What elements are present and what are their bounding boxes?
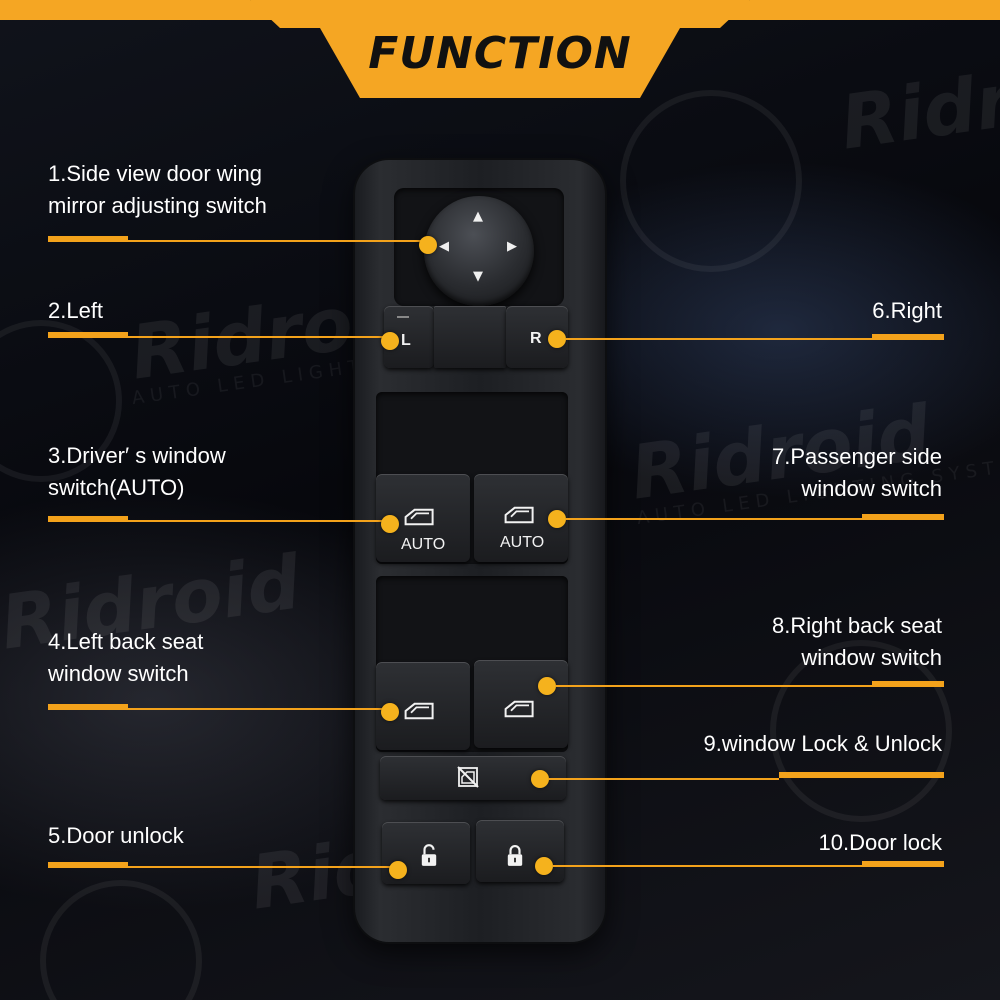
page-title: FUNCTION (368, 28, 632, 79)
callout-leader (48, 332, 128, 338)
callout-leader (872, 681, 944, 687)
callout-left-rear-line2: window switch (48, 661, 189, 686)
arrow-down-icon: ▼ (473, 269, 483, 284)
indicator-bar (397, 316, 409, 318)
lock-icon (507, 845, 523, 866)
callout-leader (779, 772, 944, 778)
window-icon (504, 700, 534, 718)
arrow-up-icon: ▲ (473, 209, 483, 224)
callout-leader (556, 685, 872, 687)
mirror-left-label: L (401, 332, 411, 349)
callout-marker (548, 510, 566, 528)
callout-right: 6.Right (872, 298, 942, 323)
unlock-icon (421, 844, 437, 866)
callout-leader (128, 708, 386, 710)
window-icon (504, 506, 534, 524)
callout-leader (872, 334, 944, 340)
callout-marker (538, 677, 556, 695)
window-icon (404, 508, 434, 526)
lockout-icon (457, 766, 479, 788)
callout-window-lock: 9.window Lock & Unlock (703, 731, 942, 756)
callout-leader (566, 518, 862, 520)
callout-marker (419, 236, 437, 254)
callout-mirror-line1: 1.Side view door wing (48, 161, 263, 186)
callout-leader (553, 865, 862, 867)
arrow-left-icon: ◀ (439, 239, 449, 254)
watermark-logo (620, 90, 802, 272)
callout-right-rear-line1: 8.Right back seat (772, 613, 942, 638)
mirror-center-neutral[interactable] (434, 306, 506, 368)
callout-driver-line2: switch(AUTO) (48, 475, 185, 500)
callout-leader (566, 338, 872, 340)
watermark-logo (40, 880, 202, 1000)
title-banner (0, 0, 1000, 98)
right-rear-window-switch[interactable] (474, 660, 568, 748)
mirror-adjust-knob[interactable] (424, 196, 534, 306)
callout-right-rear-line2: window switch (801, 645, 942, 670)
callout-leader (48, 516, 128, 522)
callout-leader (48, 236, 128, 242)
callout-left: 2.Left (48, 298, 104, 323)
window-icon (404, 702, 434, 720)
callout-marker (381, 703, 399, 721)
driver-auto-label: AUTO (401, 536, 446, 553)
callout-leader (48, 704, 128, 710)
watermark-logo (0, 320, 122, 482)
callout-door-lock: 10.Door lock (818, 830, 942, 855)
callout-passenger-line1: 7.Passenger side (772, 444, 942, 469)
callout-left-rear-line1: 4.Left back seat (48, 629, 204, 654)
callout-leader (128, 866, 396, 868)
callout-marker (548, 330, 566, 348)
callout-marker (381, 332, 399, 350)
callout-leader (128, 240, 428, 242)
callout-leader (862, 514, 944, 520)
callout-marker (389, 861, 407, 879)
callout-leader (862, 861, 944, 867)
callout-leader (128, 336, 390, 338)
callout-leader (48, 862, 128, 868)
passenger-auto-label: AUTO (500, 534, 545, 551)
callout-marker (381, 515, 399, 533)
callout-leader (128, 520, 386, 522)
mirror-right-label: R (530, 330, 542, 347)
callout-marker (531, 770, 549, 788)
callout-leader (549, 778, 779, 780)
callout-mirror-line2: mirror adjusting switch (48, 193, 267, 218)
callout-marker (535, 857, 553, 875)
watermark-logo (770, 640, 952, 822)
callout-passenger-line2: window switch (801, 476, 942, 501)
callout-door-unlock: 5.Door unlock (48, 823, 184, 848)
arrow-right-icon: ▶ (507, 239, 517, 254)
callout-driver-line1: 3.Driver′ s window (48, 443, 226, 468)
